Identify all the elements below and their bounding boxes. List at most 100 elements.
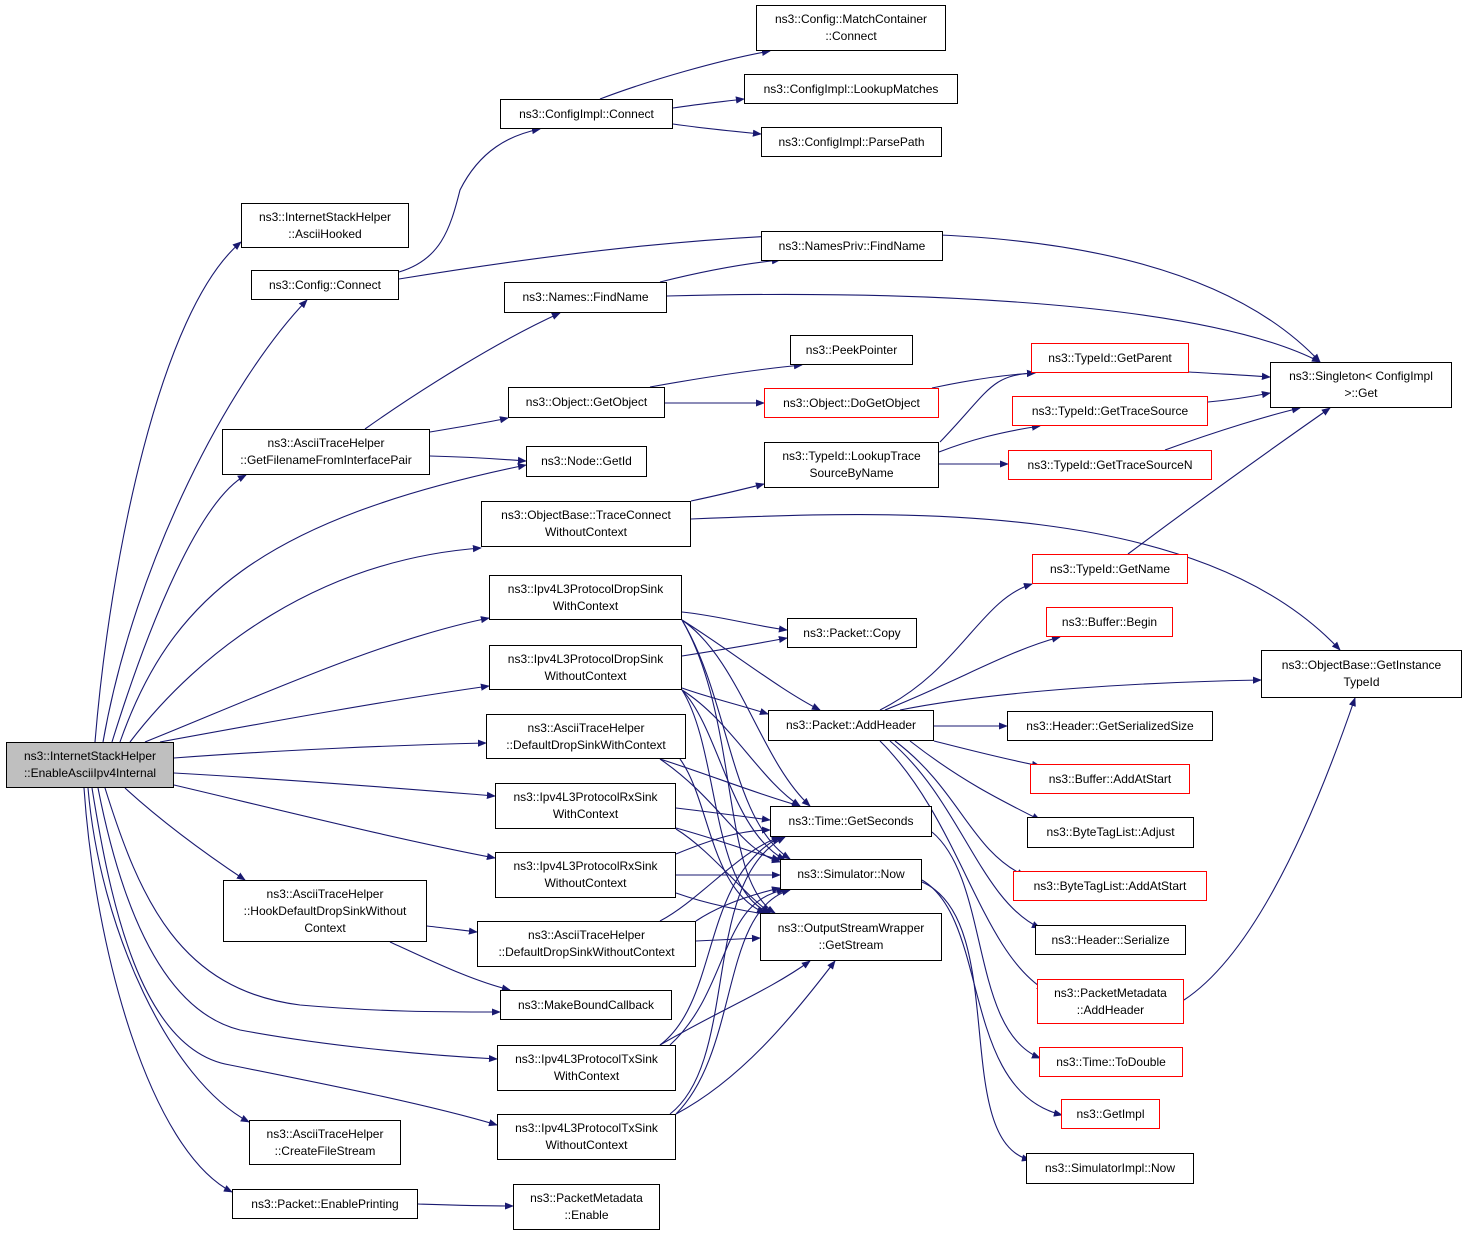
edge-rxsink-woc-to-getseconds [675,826,771,855]
node-packet-copy[interactable]: ns3::Packet::Copy [787,618,917,648]
edge-getfilename-to-node-getid [429,455,527,464]
node-configimpl-parsepath[interactable]: ns3::ConfigImpl::ParsePath [761,127,942,157]
node-simulatorimpl-now[interactable]: ns3::SimulatorImpl::Now [1026,1153,1194,1184]
edge-config-connect-to-configimpl-connect [398,127,541,273]
node-getimpl[interactable]: ns3::GetImpl [1061,1099,1160,1129]
node-typeid-lookuptracesourcebyname[interactable]: ns3::TypeId::LookupTrace SourceByName [764,442,939,488]
edge-lookuptrace-to-gettracesource [938,423,1041,453]
edge-root-to-txsink-woc [91,787,498,1127]
edge-root-to-rxsink-woc [173,784,496,861]
edge-getobject-to-peekpointer [649,362,803,388]
edge-rxsink-wc-to-getseconds [675,807,771,823]
edge-simulator-now-to-simulatorimpl-now [921,881,1031,1162]
node-configimpl-lookupmatches[interactable]: ns3::ConfigImpl::LookupMatches [744,74,958,104]
node-names-findname[interactable]: ns3::Names::FindName [504,282,667,313]
node-simulator-now[interactable]: ns3::Simulator::Now [780,859,922,890]
node-ipv4-dropsink-withcontext[interactable]: ns3::Ipv4L3ProtocolDropSink WithContext [489,575,682,620]
edge-lookuptrace-to-getparent [939,369,1036,443]
node-buffer-addatstart[interactable]: ns3::Buffer::AddAtStart [1030,764,1190,794]
node-namespriv-findname[interactable]: ns3::NamesPriv::FindName [761,231,943,261]
edge-addheader-to-packetmetadata-addheader [879,740,1046,991]
node-asciitracehelper-defaultdropsinkwithcontext[interactable]: ns3::AsciiTraceHelper ::DefaultDropSinkW… [486,714,686,759]
node-asciitracehelper-defaultdropsinkwithoutcontext[interactable]: ns3::AsciiTraceHelper ::DefaultDropSinkW… [477,921,696,967]
node-object-getobject[interactable]: ns3::Object::GetObject [508,387,665,418]
edge-gettracesourcen-to-singleton [1164,406,1301,451]
node-ipv4-rxsink-withoutcontext[interactable]: ns3::Ipv4L3ProtocolRxSink WithoutContext [495,852,676,898]
edge-configimpl-connect-to-lookupmatches [672,96,745,109]
edge-defaultdrop-wc-to-getseconds [659,758,801,808]
edge-names-findname-to-singleton [666,293,1321,363]
edge-configimpl-connect-to-parsepath [672,123,762,137]
node-typeid-gettracesourcen[interactable]: ns3::TypeId::GetTraceSourceN [1008,450,1212,480]
node-header-getserializedsize[interactable]: ns3::Header::GetSerializedSize [1007,711,1213,741]
edge-dropsink-woc-to-getstream [681,689,771,914]
node-ipv4-dropsink-withoutcontext[interactable]: ns3::Ipv4L3ProtocolDropSink WithoutConte… [489,645,682,690]
edge-dropsink-woc-to-packet-copy [681,635,788,657]
edge-names-findname-to-namespriv [659,257,781,283]
edge-root-to-createfilestream [87,787,250,1123]
node-configimpl-connect[interactable]: ns3::ConfigImpl::Connect [500,99,673,129]
node-singleton-configimpl-get[interactable]: ns3::Singleton< ConfigImpl >::Get [1270,362,1452,408]
node-ipv4-txsink-withcontext[interactable]: ns3::Ipv4L3ProtocolTxSink WithContext [497,1045,676,1091]
node-makeboundcallback[interactable]: ns3::MakeBoundCallback [500,990,672,1020]
edge-enableprinting-to-packetmetadata-enable [417,1202,514,1210]
node-header-serialize[interactable]: ns3::Header::Serialize [1035,925,1186,955]
node-objectbase-getinstancetypeid[interactable]: ns3::ObjectBase::GetInstance TypeId [1261,650,1462,698]
node-asciitracehelper-createfilestream[interactable]: ns3::AsciiTraceHelper ::CreateFileStream [249,1120,401,1165]
node-typeid-getparent[interactable]: ns3::TypeId::GetParent [1031,343,1189,373]
node-buffer-begin[interactable]: ns3::Buffer::Begin [1046,607,1173,637]
edge-root-to-dropsink-wc [144,616,490,743]
node-outputstreamwrapper-getstream[interactable]: ns3::OutputStreamWrapper ::GetStream [760,913,942,961]
edge-root-to-rxsink-wc [173,772,496,799]
edge-root-to-hookdefault [124,787,246,881]
node-objectbase-traceconnectwithoutcontext[interactable]: ns3::ObjectBase::TraceConnect WithoutCon… [481,501,691,547]
node-ipv4-txsink-withoutcontext[interactable]: ns3::Ipv4L3ProtocolTxSink WithoutContext [497,1114,676,1160]
node-object-dogetobject[interactable]: ns3::Object::DoGetObject [764,388,939,418]
node-time-getseconds[interactable]: ns3::Time::GetSeconds [770,806,932,837]
node-config-connect[interactable]: ns3::Config::Connect [251,270,399,300]
edge-txsink-wc-to-getstream [659,960,811,1046]
edge-root-to-traceconnect [129,545,482,743]
edge-defaultdrop-wc-to-getstream [679,758,766,914]
node-config-matchcontainer-connect[interactable]: ns3::Config::MatchContainer ::Connect [756,5,946,51]
node-bytetaglist-adjust[interactable]: ns3::ByteTagList::Adjust [1027,817,1194,848]
node-packet-enableprinting[interactable]: ns3::Packet::EnablePrinting [232,1189,418,1219]
edge-addheader-to-buffer-begin [884,635,1061,711]
node-internetstackhelper-asciihooked[interactable]: ns3::InternetStackHelper ::AsciiHooked [241,203,409,248]
node-packet-addheader[interactable]: ns3::Packet::AddHeader [768,710,934,741]
edge-txsink-woc-to-getstream [675,960,836,1115]
node-node-getid[interactable]: ns3::Node::GetId [526,446,647,477]
node-time-todouble[interactable]: ns3::Time::ToDouble [1039,1047,1183,1077]
edge-getparent-to-singleton [1188,371,1271,380]
edge-defaultdrop-woc-to-getstream [695,934,761,943]
edge-traceconnect-to-getinstancetypeid [690,514,1341,651]
node-asciitracehelper-getfilename[interactable]: ns3::AsciiTraceHelper ::GetFilenameFromI… [222,429,430,475]
edge-addheader-to-getname [879,582,1033,711]
edge-root-to-enableprinting [83,787,233,1193]
node-bytetaglist-addatstart[interactable]: ns3::ByteTagList::AddAtStart [1013,871,1207,901]
node-typeid-gettracesource[interactable]: ns3::TypeId::GetTraceSource [1012,396,1208,426]
node-packetmetadata-enable[interactable]: ns3::PacketMetadata ::Enable [513,1184,660,1230]
node-typeid-getname[interactable]: ns3::TypeId::GetName [1032,554,1188,584]
edge-getfilename-to-object-getobject [429,416,509,433]
edge-addheader-to-buffer-addatstart [933,740,1041,768]
edge-dropsink-woc-to-getseconds [681,689,801,807]
edge-dogetobject-to-getparent [931,369,1036,389]
node-asciitracehelper-hookdefaultdropsink[interactable]: ns3::AsciiTraceHelper ::HookDefaultDropS… [223,880,427,942]
edge-root-to-asciihooked [94,241,242,743]
edge-defaultdrop-wc-to-simulator-now [659,758,781,864]
edge-traceconnect-to-lookuptrace [690,482,765,502]
edge-addheader-to-bytetaglist-addatstart [894,740,1026,877]
edge-defaultdrop-woc-to-getseconds [659,836,781,922]
node-peekpointer[interactable]: ns3::PeekPointer [790,335,913,365]
edge-dropsink-woc-to-addheader [681,687,769,715]
node-packetmetadata-addheader[interactable]: ns3::PacketMetadata ::AddHeader [1037,979,1184,1024]
edge-root-to-txsink-wc [97,787,498,1063]
edge-packetmetadata-addheader-to-getinstancetypeid [1183,697,1356,1001]
edge-root-to-defaultdrop-wc [173,739,487,759]
edge-dropsink-wc-to-getseconds [681,619,811,807]
edge-addheader-to-getinstancetypeid [899,676,1262,711]
node-ipv4-rxsink-withcontext[interactable]: ns3::Ipv4L3ProtocolRxSink WithContext [495,783,676,829]
edge-rxsink-wc-to-simulator-now [675,827,781,862]
